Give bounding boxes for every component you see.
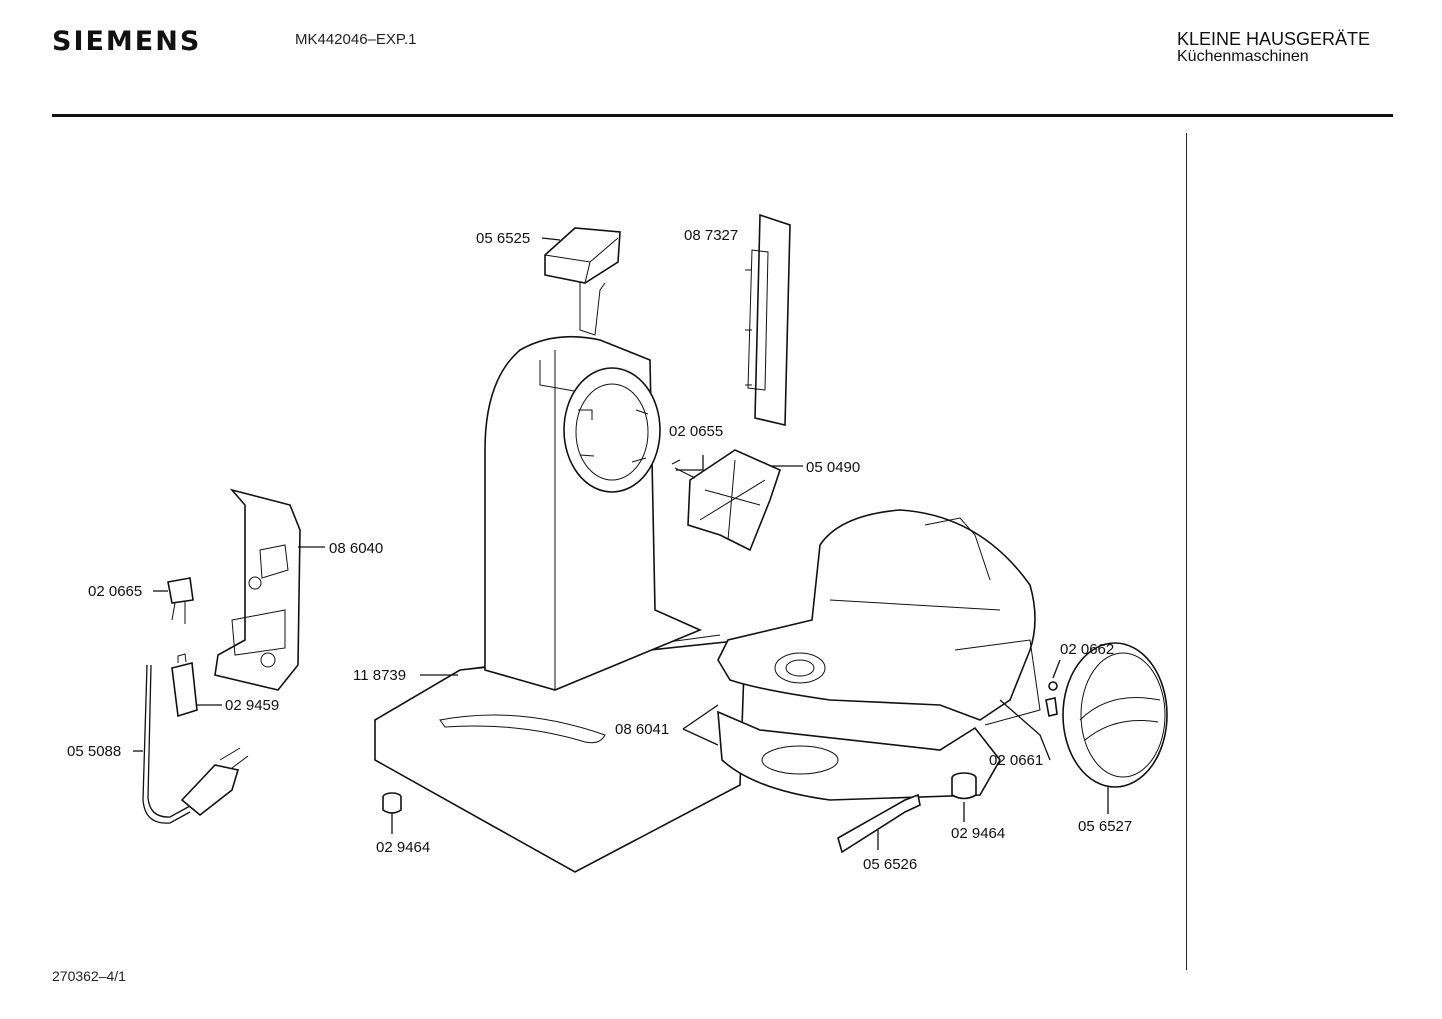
part-label-055088: 05 5088: [67, 743, 121, 760]
part-label-020665: 02 0665: [88, 583, 142, 600]
switch-rail: [745, 213, 791, 427]
brand-logo: SIEMENS: [52, 26, 202, 57]
coupling: [671, 449, 781, 552]
part-label-056527: 05 6527: [1078, 818, 1132, 835]
leader-lines: [133, 237, 1109, 850]
motor-housing: [717, 509, 1041, 801]
part-label-029464-right: 02 9464: [951, 825, 1005, 842]
category-title: KLEINE HAUSGERÄTE: [1177, 29, 1371, 49]
part-label-050490: 05 0490: [806, 459, 860, 476]
suppression-capacitor: [167, 577, 194, 624]
screw-020662: [1045, 681, 1058, 717]
part-label-056525: 05 6525: [476, 230, 530, 247]
switch-knob: [544, 227, 621, 336]
side-divider: [1186, 133, 1187, 970]
switch-bracket: [214, 488, 301, 691]
part-label-086041: 08 6041: [615, 721, 669, 738]
part-label-020661: 02 0661: [989, 752, 1043, 769]
part-label-020662: 02 0662: [1060, 641, 1114, 658]
part-label-029459: 02 9459: [225, 697, 279, 714]
foot-029464-left: [382, 792, 402, 814]
base-housing: [374, 335, 746, 873]
subcategory-title: Küchenmaschinen: [1177, 48, 1309, 65]
header-divider: [52, 114, 1393, 117]
part-label-087327: 08 7327: [684, 227, 738, 244]
part-label-029464-left: 02 9464: [376, 839, 430, 856]
part-label-020655: 02 0655: [669, 423, 723, 440]
foot-029464-right: [951, 772, 977, 800]
part-label-118739: 11 8739: [353, 667, 406, 684]
end-cap: [1062, 642, 1168, 788]
power-cord: [142, 664, 249, 824]
drawing-number: 270362–4/1: [52, 968, 126, 984]
part-label-086040: 08 6040: [329, 540, 383, 557]
model-number: MK442046–EXP.1: [295, 31, 417, 48]
lever-056526: [837, 793, 921, 854]
part-label-056526: 05 6526: [863, 856, 917, 873]
micro-switch: [171, 653, 198, 718]
